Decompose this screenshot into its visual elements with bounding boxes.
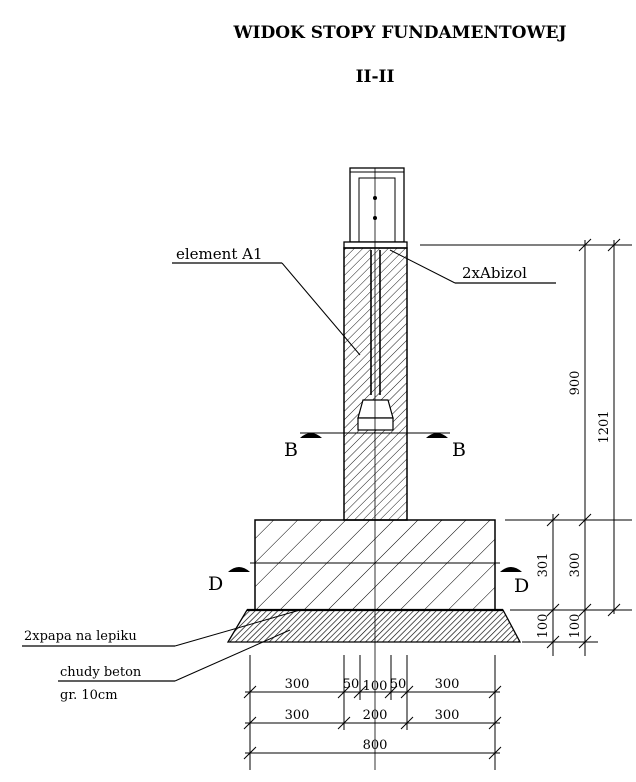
section-label-d-right: D bbox=[514, 575, 529, 597]
dim-row1-a: 50 bbox=[343, 677, 360, 692]
dim-lean-a: 100 bbox=[536, 614, 551, 639]
section-label-d-left: D bbox=[208, 573, 223, 595]
dim-total-height: 1201 bbox=[597, 410, 612, 443]
section-title: II-II bbox=[356, 67, 395, 87]
section-label-b-left: B bbox=[284, 439, 298, 461]
section-marker-d bbox=[228, 567, 522, 572]
lean-concrete bbox=[226, 609, 522, 643]
insulation-layer bbox=[343, 241, 408, 249]
drawing-title: WIDOK STOPY FUNDAMENTOWEJ bbox=[232, 23, 566, 43]
callout-lean-thickness: gr. 10cm bbox=[60, 688, 118, 703]
dim-row1-mid: 100 bbox=[363, 679, 388, 694]
concrete-column bbox=[343, 247, 408, 521]
callout-lean-label: chudy beton bbox=[60, 665, 142, 680]
dim-row1-left: 300 bbox=[285, 677, 310, 692]
dim-column-height: 900 bbox=[568, 371, 583, 396]
horizontal-dimensions bbox=[243, 655, 502, 770]
dim-lean-b: 100 bbox=[568, 614, 583, 639]
dim-row2-left: 300 bbox=[285, 708, 310, 723]
dim-row2-right: 300 bbox=[435, 708, 460, 723]
callout-insulation-leader bbox=[389, 249, 556, 284]
dim-footing-height-a: 301 bbox=[536, 553, 551, 578]
callout-membrane-label: 2xpapa na lepiku bbox=[24, 629, 137, 644]
callout-membrane-leader bbox=[22, 609, 301, 647]
callout-insulation-label: 2xAbizol bbox=[462, 264, 527, 282]
dim-footing-height-b: 300 bbox=[568, 553, 583, 578]
callout-element-label: element A1 bbox=[176, 245, 262, 263]
vertical-dimensions bbox=[420, 238, 632, 656]
callout-lean-leader bbox=[58, 629, 291, 682]
dim-row3-total: 800 bbox=[363, 738, 388, 753]
dim-row1-b: 50 bbox=[390, 677, 407, 692]
dim-row1-right: 300 bbox=[435, 677, 460, 692]
section-marker-b bbox=[300, 432, 450, 438]
steel-element bbox=[349, 167, 405, 243]
dim-row2-mid: 200 bbox=[363, 708, 388, 723]
callout-element-leader bbox=[172, 262, 361, 356]
section-label-b-right: B bbox=[452, 439, 466, 461]
